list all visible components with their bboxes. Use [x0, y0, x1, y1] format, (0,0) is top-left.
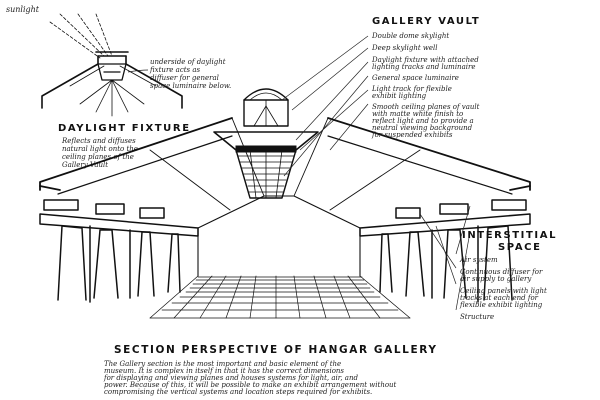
vault-item-ceiling-planes-3: reflect light and to provide a: [372, 117, 474, 125]
interstitial-title-line-1: INTERSTITIAL: [462, 230, 557, 241]
vault-item-ceiling-planes-5: for suspended exhibits: [371, 131, 453, 139]
fixture-caption-line-1: Reflects and diffuses: [61, 137, 136, 145]
sunlight-label: sunlight: [6, 5, 40, 14]
interstitial-item-ceiling-panels-2: tracks at each end for: [460, 294, 539, 302]
vault-roof: [39, 117, 531, 211]
section-caption: SECTION PERSPECTIVE OF HANGAR GALLERY Th…: [103, 344, 438, 396]
description-line-2: museum. It is complex in itself in that …: [104, 367, 344, 375]
vault-item-ceiling-planes-1: Smooth ceiling planes of vault: [372, 103, 480, 111]
light-track-band: [235, 145, 297, 153]
left-interstitial-structure: [39, 199, 199, 303]
vault-item-deep-skylight-well: Deep skylight well: [371, 44, 438, 52]
fixture-note-leader: [127, 69, 149, 73]
fixture-note-line-1: underside of daylight: [150, 58, 226, 66]
gallery-vault-legend: GALLERY VAULT Double dome skylight Deep …: [371, 16, 480, 139]
vault-item-ceiling-planes-2: with matte white finish to: [372, 110, 463, 118]
sunlight-rays: [49, 13, 113, 59]
description-line-1: The Gallery section is the most importan…: [104, 360, 341, 368]
interstitial-item-ceiling-panels-1: Ceiling panels with light: [460, 287, 547, 295]
daylight-fixture-title: DAYLIGHT FIXTURE: [58, 123, 191, 134]
daylight-fixture-detail: sunlight underside of daylight fixture a…: [6, 5, 231, 169]
vault-item-daylight-fixture-2: lighting tracks and luminaire: [372, 63, 475, 71]
fixture-caption-line-2: natural light onto the: [62, 145, 138, 153]
vault-item-daylight-fixture-1: Daylight fixture with attached: [371, 56, 479, 64]
description-line-5: compromising the vertical systems and lo…: [104, 388, 372, 396]
vault-item-general-luminaire: General space luminaire: [372, 74, 459, 82]
interstitial-item-diffuser-2: air supply to gallery: [460, 275, 532, 283]
vault-item-ceiling-planes-4: neutral viewing background: [372, 124, 473, 132]
right-interstitial-structure: [359, 199, 531, 303]
fixture-note-line-2: fixture acts as: [149, 66, 201, 74]
fixture-body: [97, 63, 127, 81]
vault-far-end: [197, 195, 361, 277]
interstitial-leaders: [419, 205, 471, 311]
daylight-fixture-hanging: [213, 131, 319, 199]
vault-item-double-dome-skylight: Double dome skylight: [371, 32, 449, 40]
vault-item-light-track-1: Light track for flexible: [371, 85, 452, 93]
gallery-vault-title: GALLERY VAULT: [372, 16, 480, 27]
interstitial-space-legend: INTERSTITIAL SPACE Air system Continuous…: [459, 230, 557, 321]
interstitial-item-diffuser-1: Continuous diffuser for: [460, 268, 543, 276]
interstitial-item-air-system: Air system: [459, 256, 498, 264]
fixture-note-line-3: diffuser for general: [150, 74, 219, 82]
interstitial-title-line-2: SPACE: [498, 242, 542, 253]
interstitial-item-structure: Structure: [460, 313, 494, 321]
fixture-roof-profile: [41, 51, 183, 109]
gallery-floor: [149, 275, 411, 319]
vault-item-light-track-2: exhibit lighting: [372, 92, 427, 100]
interstitial-item-ceiling-panels-3: flexible exhibit lighting: [459, 301, 543, 309]
fixture-caption-line-4: Gallery Vault: [62, 161, 108, 169]
description-line-3: for displaying and viewing planes and ho…: [103, 374, 358, 382]
gallery-vault-leaders: [281, 35, 369, 177]
gallery-section-perspective: [39, 35, 531, 319]
double-dome-skylight: [243, 88, 289, 127]
section-title: SECTION PERSPECTIVE OF HANGAR GALLERY: [114, 344, 438, 356]
fixture-caption-line-3: ceiling planes of the: [62, 153, 134, 161]
reflected-light-arrows: [69, 65, 157, 117]
description-line-4: power. Because of this, it will be possi…: [104, 381, 397, 389]
fixture-note-line-4: space luminaire below.: [150, 82, 231, 90]
